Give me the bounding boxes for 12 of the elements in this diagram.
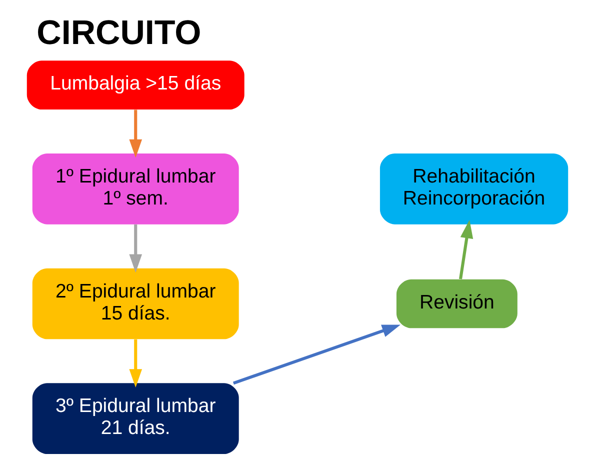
diagram-title: CIRCUITO xyxy=(36,14,202,52)
node-box: 1º Epidural lumbar 1º sem. xyxy=(32,153,239,224)
node-box: 3º Epidural lumbar 21 días. xyxy=(32,383,239,454)
node-box: Lumbalgia >15 días xyxy=(26,60,244,110)
arrow xyxy=(129,224,142,273)
arrow xyxy=(459,220,474,280)
arrow xyxy=(129,339,142,388)
node-box: Revisión xyxy=(396,279,518,328)
arrow xyxy=(129,110,142,158)
node-box: 2º Epidural lumbar 15 días. xyxy=(32,268,239,340)
arrow xyxy=(232,324,400,385)
node-box: Rehabilitación Reincorporación xyxy=(380,153,568,224)
